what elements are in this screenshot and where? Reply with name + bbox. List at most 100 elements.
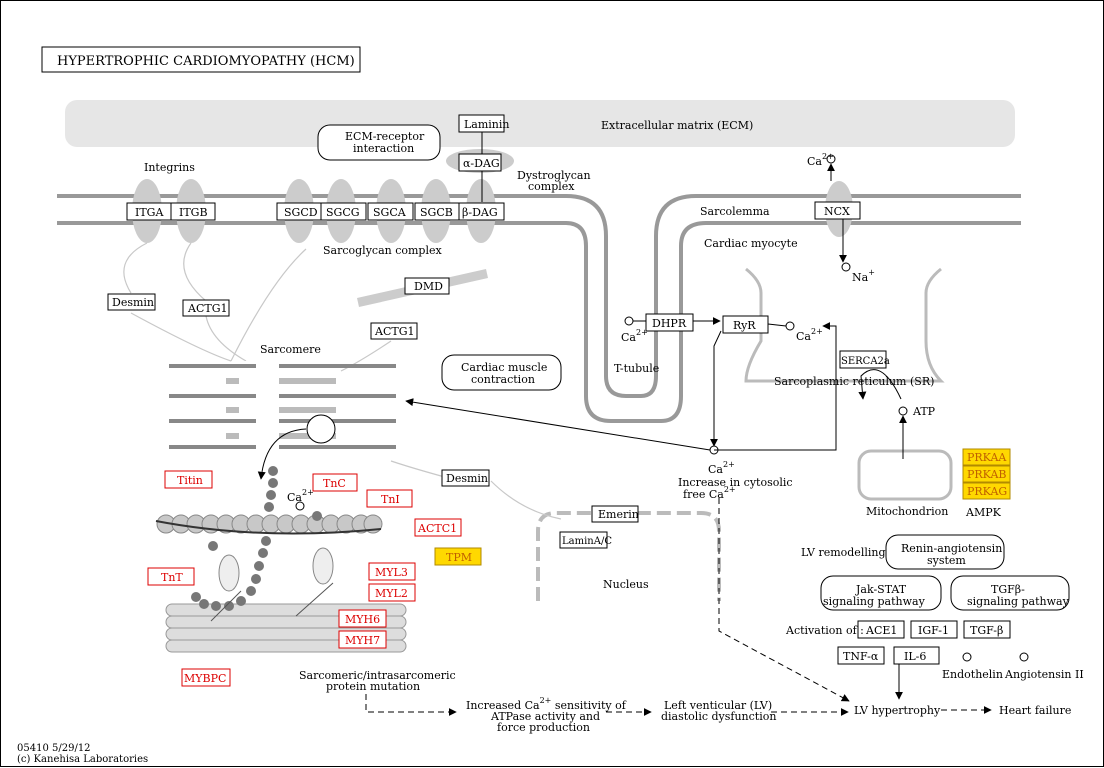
gene-myh6[interactable]: MYH6 <box>345 613 380 626</box>
gene-tnc[interactable]: TnC <box>323 477 346 490</box>
gene-boxes: Laminin α-DAG ITGA ITGB SGCD SGCG SGCA S… <box>107 114 1011 665</box>
ttubule-label: T-tubule <box>614 362 659 375</box>
gene-prkag[interactable]: PRKAG <box>967 485 1007 498</box>
gene-emerin[interactable]: Emerin <box>598 508 639 521</box>
gene-serca2a[interactable]: SERCA2a <box>841 356 890 367</box>
gene-prkab[interactable]: PRKAB <box>967 468 1006 481</box>
gene-lamin-ac[interactable]: LaminA/C <box>562 536 612 547</box>
gene-il6[interactable]: IL-6 <box>904 650 926 663</box>
gene-itga[interactable]: ITGA <box>135 206 164 219</box>
gene-actg1-b[interactable]: ACTG1 <box>374 325 414 338</box>
sarcomere-schematic <box>169 361 396 451</box>
nucleus-label: Nucleus <box>603 578 649 591</box>
sarcoglycan-label: Sarcoglycan complex <box>323 244 442 257</box>
gene-ncx[interactable]: NCX <box>824 205 850 218</box>
gene-mybpc[interactable]: MYBPC <box>184 672 226 685</box>
gene-alpha-dag[interactable]: α-DAG <box>463 157 500 170</box>
map-jakstat-l2: signaling pathway <box>823 595 926 608</box>
sensitivity-l2: ATPase activity and <box>490 710 600 723</box>
mutation-l1: Sarcomeric/intrasarcomeric <box>299 669 456 682</box>
gene-sgcd[interactable]: SGCD <box>284 206 318 219</box>
map-renin-l1: Renin-angiotensin <box>901 542 1002 555</box>
gene-desmin-1[interactable]: Desmin <box>112 296 154 309</box>
ampk-label: AMPK <box>965 506 1002 519</box>
gene-igf1[interactable]: IGF-1 <box>918 624 949 637</box>
sarcolemma-label: Sarcolemma <box>700 205 770 218</box>
gene-tgfb[interactable]: TGF-β <box>970 624 1003 637</box>
gene-myh7[interactable]: MYH7 <box>345 634 380 647</box>
disease-gene-boxes: Titin TnC TnI ACTC1 TnT MYL3 MYL2 MYH6 M… <box>147 470 462 687</box>
lv-dysfunction-l1: Left venticular (LV) <box>664 699 772 712</box>
endothelin-label: Endothelin <box>942 668 1003 681</box>
gene-ace1[interactable]: ACE1 <box>865 624 897 637</box>
ca-label-cytosol: Ca2+ <box>708 460 735 476</box>
ca-label-ncx: Ca2+ <box>807 152 834 168</box>
ecm-band <box>65 100 1015 147</box>
activation-of: Activation of : <box>785 624 864 637</box>
map-contraction-l2: contraction <box>471 373 535 386</box>
gene-sgca[interactable]: SGCA <box>373 206 407 219</box>
gene-sgcb[interactable]: SGCB <box>420 206 453 219</box>
mito-label: Mitochondrion <box>866 505 948 518</box>
map-ecm-receptor-l1: ECM-receptor <box>345 130 425 143</box>
myocyte-label: Cardiac myocyte <box>704 237 798 250</box>
footer-credit: (c) Kanehisa Laboratories <box>17 754 148 765</box>
atp-label: ATP <box>912 405 936 418</box>
map-tgfb-l2: signaling pathway <box>967 595 1070 608</box>
ca-label-ryr: Ca2+ <box>796 327 823 343</box>
map-contraction[interactable] <box>441 354 562 391</box>
highlight-genes: TPM PRKAA PRKAB PRKAG <box>434 448 1011 566</box>
page-title: HYPERTROPHIC CARDIOMYOPATHY (HCM) <box>57 54 355 69</box>
gene-desmin-2[interactable]: Desmin <box>446 472 488 485</box>
gene-tnt[interactable]: TnT <box>161 571 183 584</box>
sr-label: Sarcoplasmic reticulum (SR) <box>774 375 934 388</box>
gene-tni[interactable]: TnI <box>381 493 400 506</box>
map-jakstat[interactable] <box>820 575 942 611</box>
sarcomere-label: Sarcomere <box>260 343 321 356</box>
map-tgfb[interactable] <box>950 575 1070 611</box>
map-contraction-l1: Cardiac muscle <box>461 361 547 374</box>
sarcolemma-membrane <box>57 194 1021 423</box>
ca-label-dhpr: Ca2+ <box>621 328 648 344</box>
gene-sgcg[interactable]: SGCG <box>326 206 360 219</box>
map-jakstat-l1: Jak-STAT <box>855 583 907 596</box>
dystroglycan-label-1: Dystroglycan <box>517 169 591 182</box>
cytosol-ca-l2: free Ca2+ <box>683 485 736 501</box>
gene-actg1-a[interactable]: ACTG1 <box>187 302 227 315</box>
mutation-l2: protein mutation <box>326 680 420 693</box>
sensitivity-l1: Increased Ca2+ sensitivity of <box>466 696 627 712</box>
lv-dysfunction-l2: diastolic dysfunction <box>661 710 776 723</box>
lv-remodelling: LV remodelling <box>801 546 886 559</box>
sensitivity-l3: force production <box>497 721 590 734</box>
gene-ryr[interactable]: RyR <box>733 319 756 332</box>
gene-titin[interactable]: Titin <box>177 474 203 487</box>
ecm-label: Extracellular matrix (ECM) <box>601 119 753 132</box>
gene-tnfa[interactable]: TNF-α <box>843 650 879 663</box>
gene-prkaa[interactable]: PRKAA <box>967 451 1007 464</box>
filament-detail <box>155 466 407 653</box>
map-ecm-receptor[interactable] <box>317 124 441 161</box>
gene-dhpr[interactable]: DHPR <box>652 317 687 330</box>
map-renin[interactable] <box>885 534 1005 570</box>
relation-arrows <box>257 163 992 716</box>
compounds <box>295 154 1029 662</box>
gene-laminin[interactable]: Laminin <box>464 118 510 131</box>
mitochondrion <box>857 449 953 501</box>
gene-myl3[interactable]: MYL3 <box>375 566 408 579</box>
map-ecm-receptor-l2: interaction <box>353 142 414 155</box>
integrins-label: Integrins <box>144 161 195 174</box>
gene-actc1[interactable]: ACTC1 <box>417 522 457 535</box>
gene-myl2[interactable]: MYL2 <box>375 587 408 600</box>
dystroglycan-label-2: complex <box>528 180 575 193</box>
gene-tpm[interactable]: TPM <box>446 551 472 564</box>
gene-dmd[interactable]: DMD <box>414 280 443 293</box>
lv-hypertrophy: LV hypertrophy <box>854 704 941 717</box>
gene-beta-dag[interactable]: β-DAG <box>462 206 498 219</box>
title-box <box>41 46 361 73</box>
sr-membrane <box>744 267 945 383</box>
ca-label-tnc: Ca2+ <box>287 488 314 504</box>
gene-itgb[interactable]: ITGB <box>179 206 208 219</box>
footer-id: 05410 5/29/12 <box>17 743 91 754</box>
